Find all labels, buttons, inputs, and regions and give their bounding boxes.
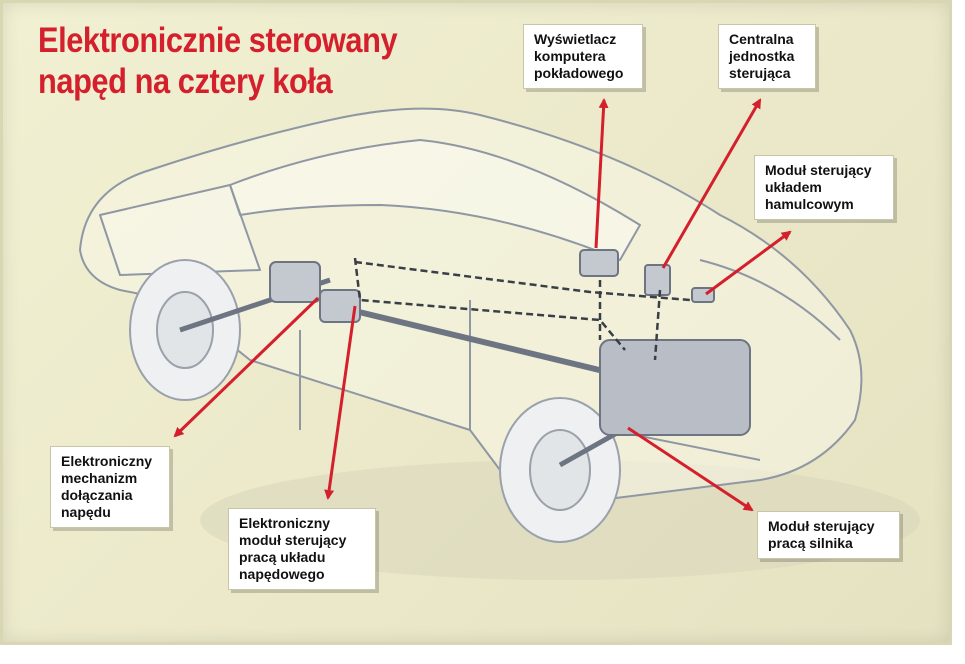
label-brake-module: Moduł sterujący układem hamulcowym <box>754 155 894 220</box>
title-line-1: Elektronicznie sterowany <box>38 21 398 60</box>
engine-block <box>599 339 751 436</box>
arrow-central-unit <box>661 98 762 269</box>
central-control-unit <box>644 264 671 296</box>
arrow-engine-module <box>627 426 754 512</box>
wiring <box>353 257 691 361</box>
arrow-brake-module <box>705 230 792 296</box>
propeller-shaft <box>329 302 621 378</box>
title-line-2: napęd na cztery koła <box>38 62 333 101</box>
label-drive-module: Elektroniczny moduł sterujący pracą ukła… <box>228 508 376 590</box>
display-unit <box>579 249 619 277</box>
label-display: Wyświetlacz komputera pokładowego <box>523 24 643 89</box>
label-coupling: Elektroniczny mechanizm dołączania napęd… <box>50 446 170 528</box>
coupling-unit <box>269 261 321 303</box>
diagram-title: Elektronicznie sterowany napęd na cztery… <box>38 20 398 102</box>
label-engine-module: Moduł sterujący pracą silnika <box>757 511 900 559</box>
callout-arrows <box>173 98 792 512</box>
drivetrain <box>179 249 751 468</box>
arrow-display <box>594 98 609 249</box>
drive-control-unit <box>319 289 361 323</box>
arrow-coupling <box>173 296 320 438</box>
arrow-drive-module <box>324 305 357 500</box>
label-central-unit: Centralna jednostka sterująca <box>718 24 816 89</box>
